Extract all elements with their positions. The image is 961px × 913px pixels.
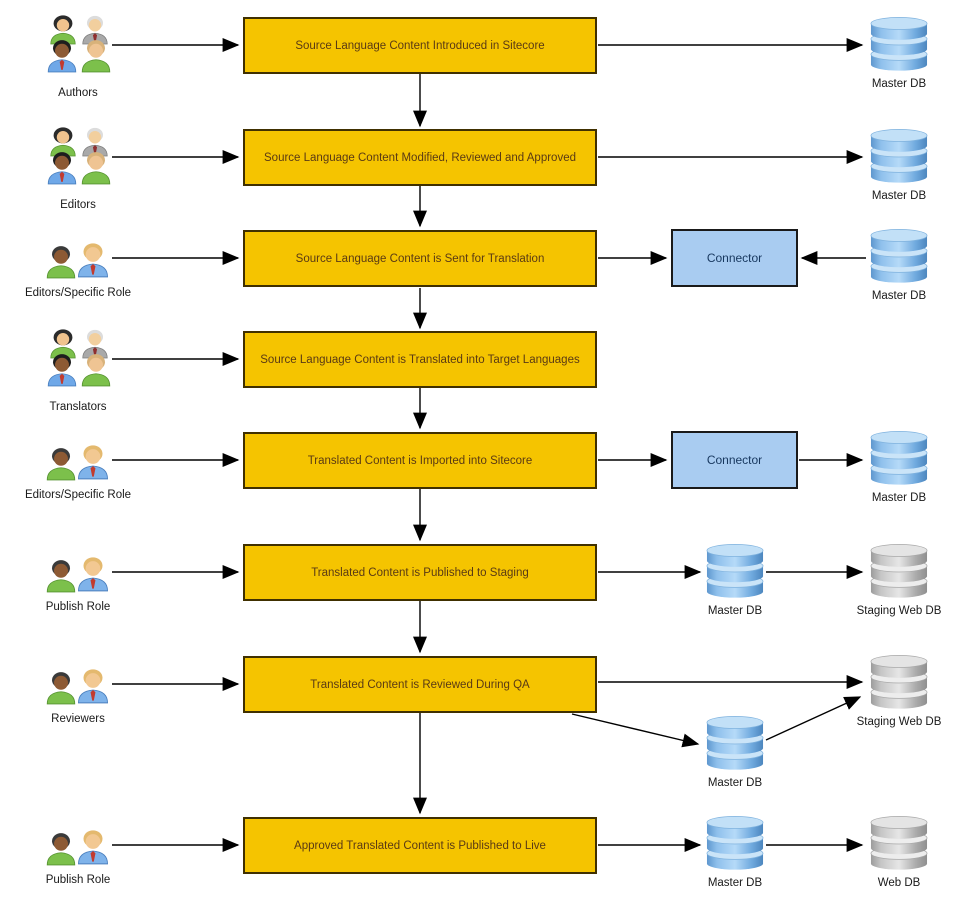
process-step-6: Translated Content is Published to Stagi… bbox=[243, 544, 597, 601]
db-label: Staging Web DB bbox=[856, 605, 942, 617]
database-icon bbox=[705, 715, 765, 772]
db-label: Master DB bbox=[871, 78, 927, 90]
people-pair-icon bbox=[46, 242, 109, 279]
database-icon bbox=[869, 128, 929, 185]
process-step-1: Source Language Content Introduced in Si… bbox=[243, 17, 597, 74]
actor-label: Publish Role bbox=[45, 874, 111, 886]
process-step-3: Source Language Content is Sent for Tran… bbox=[243, 230, 597, 287]
actor-label: Editors/Specific Role bbox=[24, 489, 132, 501]
db-master-row2: Master DB bbox=[829, 128, 961, 202]
db-web-row8: Web DB bbox=[829, 815, 961, 889]
actor-authors: Authors bbox=[8, 12, 148, 99]
db-staging-row7: Staging Web DB bbox=[829, 654, 961, 728]
database-icon bbox=[869, 430, 929, 487]
connector-box-2: Connector bbox=[671, 431, 798, 489]
db-label: Staging Web DB bbox=[856, 716, 942, 728]
db-master-row1: Master DB bbox=[829, 16, 961, 90]
db-master-row8: Master DB bbox=[665, 815, 805, 889]
actor-label: Editors/Specific Role bbox=[24, 287, 132, 299]
db-master-row7: Master DB bbox=[665, 715, 805, 789]
actor-label: Reviewers bbox=[51, 713, 105, 725]
database-icon bbox=[869, 543, 929, 600]
db-label: Master DB bbox=[707, 777, 763, 789]
db-label: Master DB bbox=[871, 290, 927, 302]
database-icon bbox=[705, 543, 765, 600]
people-pair-icon bbox=[46, 556, 109, 593]
actor-editors-specific-role: Editors/Specific Role bbox=[8, 236, 148, 299]
database-icon bbox=[869, 16, 929, 73]
people-pair-icon bbox=[46, 829, 109, 866]
process-step-7: Translated Content is Reviewed During QA bbox=[243, 656, 597, 713]
actor-translators: Translators bbox=[8, 326, 148, 413]
connector-box-1: Connector bbox=[671, 229, 798, 287]
db-label: Master DB bbox=[707, 605, 763, 617]
database-icon bbox=[869, 654, 929, 711]
db-label: Master DB bbox=[707, 877, 763, 889]
actor-editors: Editors bbox=[8, 124, 148, 211]
database-icon bbox=[869, 815, 929, 872]
actor-label: Publish Role bbox=[45, 601, 111, 613]
db-master-row6: Master DB bbox=[665, 543, 805, 617]
actor-editors-specific-role-2: Editors/Specific Role bbox=[8, 438, 148, 501]
db-master-row5: Master DB bbox=[829, 430, 961, 504]
db-label: Master DB bbox=[871, 190, 927, 202]
people-pair-icon bbox=[46, 668, 109, 705]
db-label: Web DB bbox=[877, 877, 921, 889]
actor-label: Translators bbox=[49, 401, 107, 413]
process-step-2: Source Language Content Modified, Review… bbox=[243, 129, 597, 186]
database-icon bbox=[869, 228, 929, 285]
db-master-row3: Master DB bbox=[829, 228, 961, 302]
database-icon bbox=[705, 815, 765, 872]
db-staging-row6: Staging Web DB bbox=[829, 543, 961, 617]
db-label: Master DB bbox=[871, 492, 927, 504]
actor-publish-role: Publish Role bbox=[8, 550, 148, 613]
process-step-5: Translated Content is Imported into Site… bbox=[243, 432, 597, 489]
actor-publish-role-2: Publish Role bbox=[8, 823, 148, 886]
people-group-icon bbox=[47, 328, 111, 387]
people-group-icon bbox=[47, 14, 111, 73]
actor-label: Editors bbox=[60, 199, 96, 211]
process-step-4: Source Language Content is Translated in… bbox=[243, 331, 597, 388]
actor-reviewers: Reviewers bbox=[8, 662, 148, 725]
process-step-8: Approved Translated Content is Published… bbox=[243, 817, 597, 874]
actor-label: Authors bbox=[58, 87, 98, 99]
people-pair-icon bbox=[46, 444, 109, 481]
people-group-icon bbox=[47, 126, 111, 185]
